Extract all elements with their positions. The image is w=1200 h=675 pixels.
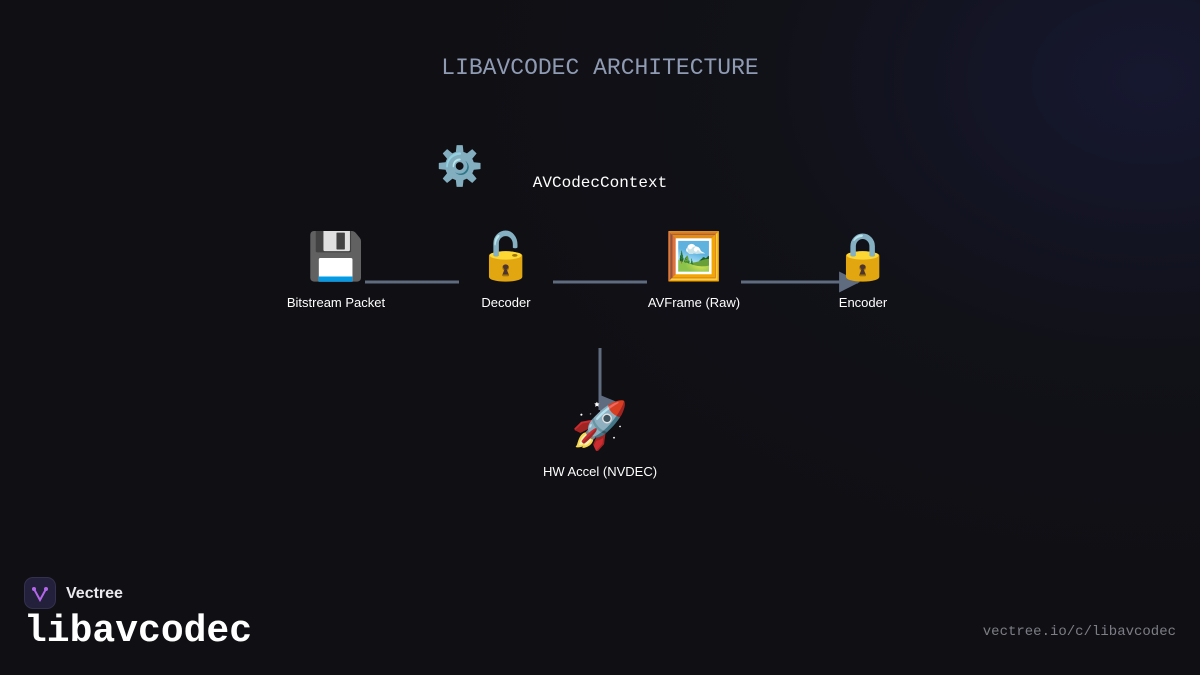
node-decoder: 🔓 Decoder: [426, 227, 586, 310]
node-bitstream-packet: 💾 Bitstream Packet: [256, 227, 416, 310]
node-label: HW Accel (NVDEC): [542, 464, 658, 479]
vectree-logo-icon[interactable]: [24, 577, 56, 609]
node-encoder: 🔒 Encoder: [783, 227, 943, 310]
node-label: Encoder: [838, 295, 888, 310]
node-label: Decoder: [481, 295, 531, 310]
diagram-title: LIBAVCODEC ARCHITECTURE: [441, 55, 759, 81]
rocket-icon: 🚀: [571, 399, 629, 451]
edge-decoder-hwaccel-arrowhead: [600, 395, 622, 413]
framed-picture-icon: 🖼️: [665, 230, 723, 282]
gear-icon: ⚙️: [436, 146, 484, 188]
brand-name[interactable]: Vectree: [66, 585, 123, 602]
floppy-disk-icon: 💾: [307, 230, 365, 282]
node-hw-accel: 🚀 HW Accel (NVDEC): [520, 396, 680, 479]
page-name: libavcodec: [24, 610, 253, 653]
locked-padlock-icon: 🔒: [834, 230, 892, 282]
node-label: AVFrame (Raw): [647, 295, 741, 310]
node-avframe: 🖼️ AVFrame (Raw): [614, 227, 774, 310]
unlocked-padlock-icon: 🔓: [477, 230, 535, 282]
context-label: AVCodecContext: [532, 174, 668, 192]
page-url[interactable]: vectree.io/c/libavcodec: [982, 624, 1176, 640]
node-label: Bitstream Packet: [286, 295, 386, 310]
